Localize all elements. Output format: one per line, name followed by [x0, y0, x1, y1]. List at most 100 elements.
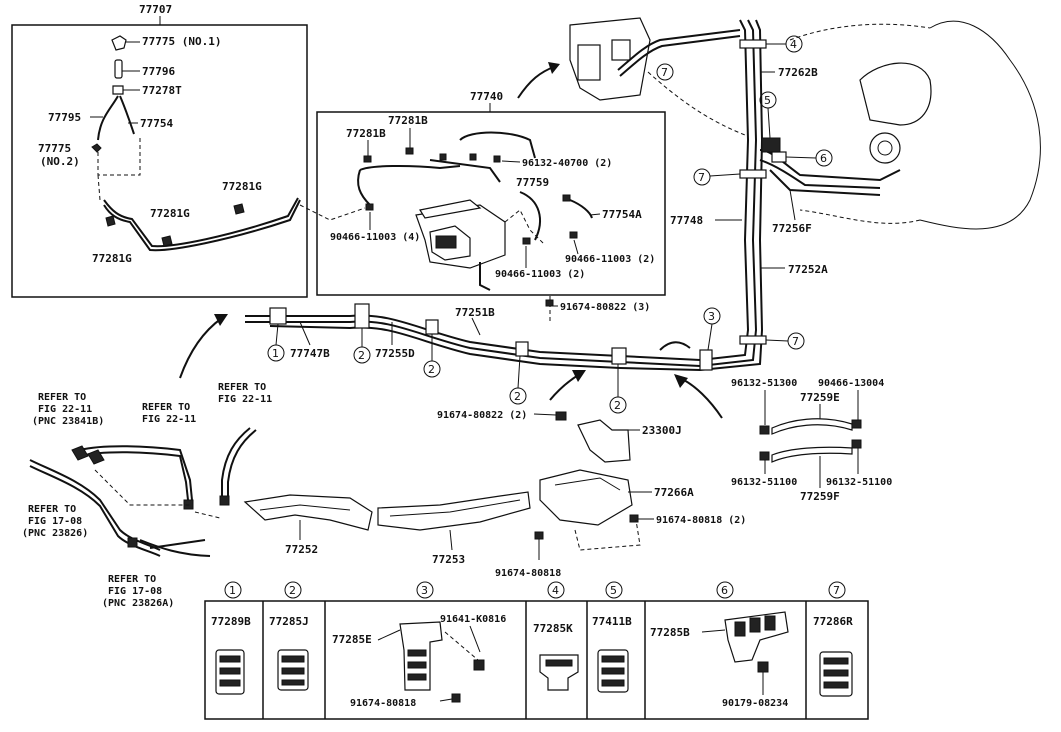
clamp-icon: [819, 651, 853, 697]
refer-22-11-a-2: FIG 22-11: [38, 404, 92, 415]
lbl-77266A: 77266A: [654, 486, 694, 499]
lbl-no2: (NO.2): [40, 155, 80, 168]
lbl-96132-51100-a: 96132-51100: [731, 477, 797, 488]
fitting-icon: [112, 85, 124, 95]
refer-17-08-a-1: REFER TO: [28, 504, 76, 515]
lbl-91674-80818: 91674-80818: [495, 568, 561, 579]
legend-77289B: 77289B: [211, 615, 251, 628]
lbl-77759: 77759: [516, 176, 549, 189]
lbl-77252: 77252: [285, 543, 318, 556]
svg-text:7: 7: [698, 171, 705, 184]
legend-header-6: 6: [721, 584, 728, 597]
hoses-right: 96132-51300 90466-13004 77259E 96132-511…: [731, 378, 892, 503]
legend-90179-08234: 90179-08234: [722, 698, 788, 709]
nut-icon: [757, 661, 769, 673]
lbl-77253: 77253: [432, 553, 465, 566]
callout-7: 7: [765, 332, 805, 350]
lbl-77281g-2: 77281G: [150, 207, 190, 220]
lbl-77255D: 77255D: [375, 347, 415, 360]
lbl-77748: 77748: [670, 214, 703, 227]
callouts: 4 7 5 6 7 3 7 1 2 2 2 2: [267, 35, 833, 414]
legend-77285K: 77285K: [533, 622, 573, 635]
svg-text:2: 2: [514, 390, 521, 403]
clamp-icon: [105, 215, 116, 227]
lbl-77281B-a: 77281B: [388, 114, 428, 127]
hose-piece-icon: [114, 59, 123, 79]
clamp-icon: [597, 649, 629, 693]
lbl-77754: 77754: [140, 117, 173, 130]
callout-2: 2: [423, 334, 441, 378]
clamp-icon: [161, 235, 173, 247]
canister-title: 77740: [470, 90, 503, 103]
svg-text:2: 2: [614, 399, 621, 412]
callout-6: 6: [785, 149, 833, 167]
callout-2: 2: [509, 355, 527, 405]
svg-text:4: 4: [790, 38, 797, 51]
protector-77266A: [539, 469, 633, 526]
clamp-icon: [363, 155, 372, 163]
legend-77285J: 77285J: [269, 615, 309, 628]
lbl-77795: 77795: [48, 111, 81, 124]
callout-1: 1: [267, 323, 285, 362]
lbl-77775: 77775: [38, 142, 71, 155]
clamp-icon: [215, 649, 245, 695]
legend-77285B: 77285B: [650, 626, 690, 639]
lbl-77251B: 77251B: [455, 306, 495, 319]
bracket-clamp-icon: [724, 611, 789, 663]
inset-title: 77707: [139, 3, 172, 16]
clip-icon-no2: [91, 143, 102, 153]
refer-17-08-a-2: FIG 17-08: [28, 516, 82, 527]
refer-22-11-c-1: REFER TO: [218, 382, 266, 393]
refer-22-11-c-2: FIG 22-11: [218, 394, 272, 405]
legend-header-2: 2: [289, 584, 296, 597]
lower-center-parts: 91674-80822 (2) 23300J 77266A 91674-8081…: [243, 410, 746, 579]
left-lower-tubes: REFER TO FIG 22-11 (PNC 23841B) REFER TO…: [22, 382, 272, 609]
legend-77285E: 77285E: [332, 633, 372, 646]
lbl-77259E: 77259E: [800, 391, 840, 404]
svg-text:6: 6: [820, 152, 827, 165]
clamp-icon: [277, 649, 309, 691]
svg-text:1: 1: [272, 347, 279, 360]
legend-77286R: 77286R: [813, 615, 853, 628]
callout-5: 5: [759, 91, 777, 139]
svg-text:7: 7: [792, 335, 799, 348]
filter-bracket: [577, 419, 631, 463]
svg-text:2: 2: [428, 363, 435, 376]
lbl-77281g-1: 77281G: [222, 180, 262, 193]
hose-77259F: [771, 446, 853, 463]
lbl-90466-11003-2b: 90466-11003 (2): [495, 269, 585, 280]
lbl-90466-11003-4: 90466-11003 (4): [330, 232, 420, 243]
callout-7: 7: [693, 168, 741, 186]
protector-77252: [243, 494, 373, 531]
clamp-icon: [539, 654, 579, 691]
refer-17-08-b-1: REFER TO: [108, 574, 156, 585]
clamp-icon: [233, 203, 245, 215]
legend-77411B: 77411B: [592, 615, 632, 628]
lbl-91674-80818-2: 91674-80818 (2): [656, 515, 746, 526]
lbl-90466-11003-2a: 90466-11003 (2): [565, 254, 655, 265]
lbl-77252A: 77252A: [788, 263, 828, 276]
bolt-icon: [451, 693, 461, 703]
lbl-90466-13004: 90466-13004: [818, 378, 884, 389]
canister-box-77740: 77740 77281B 77281B 96132-40700 (2) 7775…: [316, 90, 666, 322]
callout-2: 2: [609, 364, 627, 414]
refer-22-11-b-2: FIG 22-11: [142, 414, 196, 425]
refer-22-11-b-1: REFER TO: [142, 402, 190, 413]
svg-text:2: 2: [358, 349, 365, 362]
lbl-77747B: 77747B: [290, 347, 330, 360]
clip-icon: [111, 35, 127, 51]
refer-17-08-b-2: FIG 17-08: [108, 586, 162, 597]
canister-frame: [316, 111, 666, 296]
clamp-icon: [405, 147, 414, 155]
lbl-77256F: 77256F: [772, 222, 812, 235]
lbl-77281g-3: 77281G: [92, 252, 132, 265]
legend-header-3: 3: [421, 584, 428, 597]
hose-77259E: [771, 418, 853, 435]
legend-header-5: 5: [610, 584, 617, 597]
inset-tube: [103, 199, 301, 252]
refer-17-08-a-3: (PNC 23826): [22, 528, 88, 539]
legend-header-4: 4: [552, 584, 559, 597]
inset-box-77707: 77707 77775 (NO.1) 77796 77278T 77795 77…: [11, 3, 366, 298]
